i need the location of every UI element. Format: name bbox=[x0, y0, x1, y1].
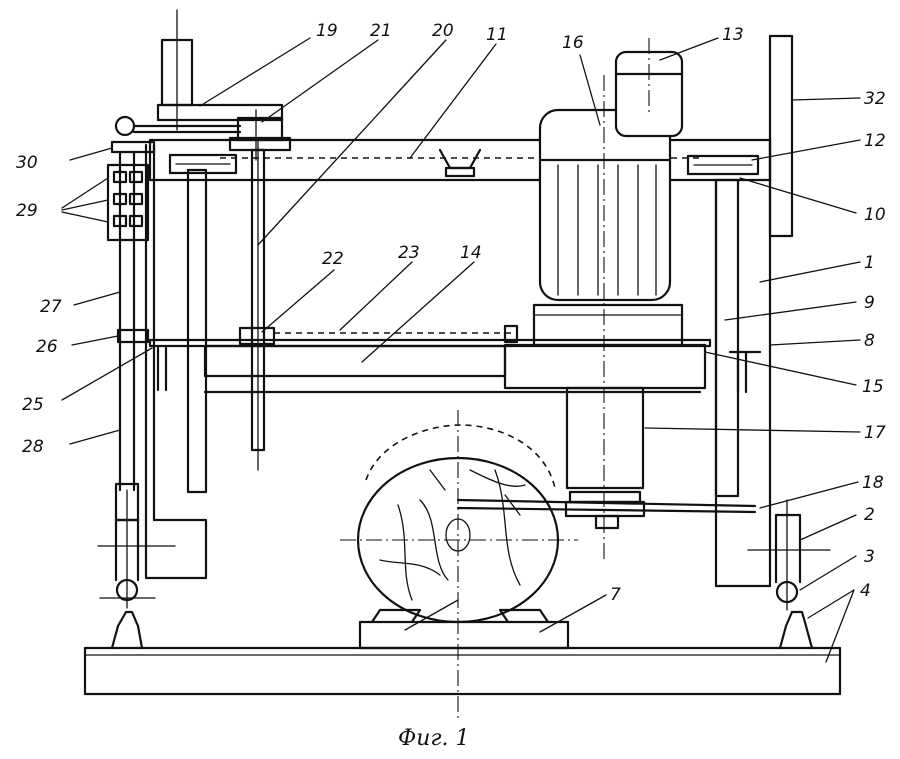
motor-16 bbox=[538, 108, 672, 302]
label-15: 15 bbox=[862, 377, 884, 397]
right-wheel-bracket bbox=[747, 499, 831, 611]
label-18: 18 bbox=[862, 473, 884, 493]
leader-lines bbox=[61, 37, 861, 663]
label-19: 19 bbox=[316, 21, 338, 41]
label-17: 17 bbox=[864, 423, 886, 443]
label-32: 32 bbox=[864, 89, 886, 109]
label-26: 26 bbox=[36, 337, 58, 357]
top-right-pulley bbox=[686, 154, 760, 176]
label-23: 23 bbox=[398, 243, 420, 263]
label-14: 14 bbox=[460, 243, 482, 263]
label-22: 22 bbox=[322, 249, 344, 269]
label-1: 1 bbox=[864, 253, 875, 273]
label-28: 28 bbox=[22, 437, 44, 457]
plate-32 bbox=[768, 34, 794, 238]
rod-27 bbox=[114, 150, 150, 522]
label-21: 21 bbox=[370, 21, 392, 41]
spindle-housing bbox=[564, 386, 646, 530]
support-7 bbox=[358, 608, 570, 650]
left-column bbox=[144, 143, 208, 580]
label-30: 30 bbox=[16, 153, 38, 173]
label-20: 20 bbox=[432, 21, 454, 41]
figure-caption: Фиг. 1 bbox=[398, 726, 470, 751]
right-rail bbox=[778, 610, 814, 650]
top-beam bbox=[148, 138, 772, 182]
label-4: 4 bbox=[860, 581, 871, 601]
switch-box bbox=[106, 163, 150, 242]
base-beam bbox=[83, 646, 842, 696]
middle-beam bbox=[148, 338, 762, 394]
label-7: 7 bbox=[610, 585, 621, 605]
shaft-20 bbox=[250, 139, 266, 471]
label-13: 13 bbox=[722, 25, 744, 45]
label-27: 27 bbox=[40, 297, 62, 317]
label-16: 16 bbox=[562, 33, 584, 53]
label-11: 11 bbox=[486, 25, 508, 45]
pulley-22 bbox=[238, 324, 519, 346]
right-column bbox=[714, 138, 772, 588]
label-9: 9 bbox=[864, 293, 875, 313]
label-12: 12 bbox=[864, 131, 886, 151]
label-2: 2 bbox=[864, 505, 875, 525]
label-8: 8 bbox=[864, 331, 875, 351]
label-29: 29 bbox=[16, 201, 38, 221]
label-3: 3 bbox=[864, 547, 875, 567]
saw-arm-18 bbox=[456, 498, 757, 514]
label-25: 25 bbox=[22, 395, 44, 415]
handle-30 bbox=[110, 115, 242, 154]
carriage-15 bbox=[503, 303, 707, 390]
belt-drive bbox=[156, 9, 292, 161]
top-left-pulley bbox=[168, 153, 238, 175]
left-rail bbox=[110, 610, 144, 650]
label-10: 10 bbox=[864, 205, 886, 225]
